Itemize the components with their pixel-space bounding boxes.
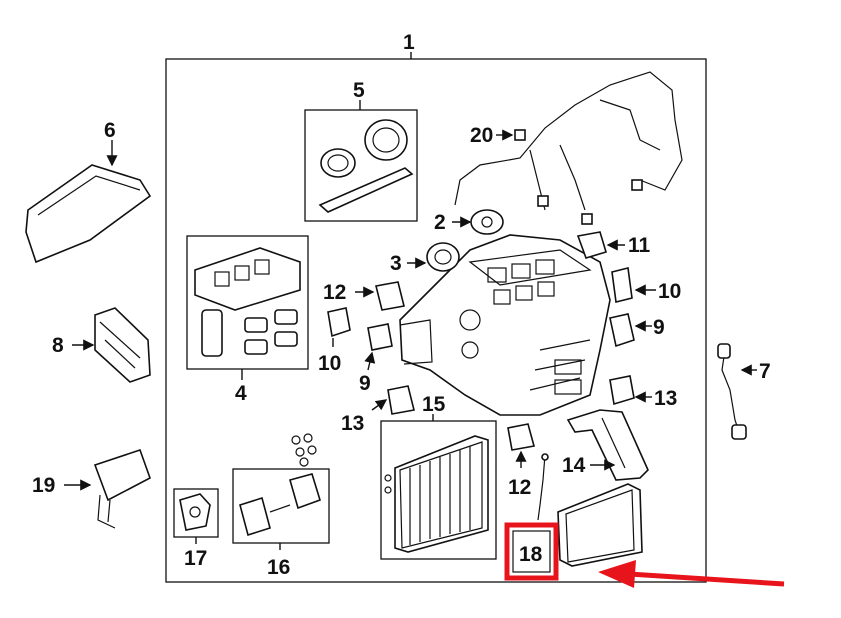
part-number-11[interactable]: 11 — [628, 234, 651, 257]
part-2-seal[interactable] — [452, 209, 504, 235]
part-number-9-left[interactable]: 9 — [359, 372, 371, 395]
part-11-actuator[interactable] — [576, 231, 625, 259]
part-19-actuator[interactable] — [64, 448, 151, 529]
hvac-housing[interactable] — [399, 234, 611, 416]
part-number-1[interactable]: 1 — [403, 31, 415, 54]
part-number-18[interactable]: 18 — [519, 543, 543, 566]
part-number-15[interactable]: 15 — [422, 393, 446, 416]
part-12-lower-actuator[interactable] — [507, 423, 536, 468]
part-number-17[interactable]: 17 — [184, 547, 207, 570]
part-10-left-actuator[interactable] — [327, 307, 351, 347]
part-13-right-actuator[interactable] — [609, 375, 652, 406]
part-number-16[interactable]: 16 — [267, 556, 290, 579]
part-number-5[interactable]: 5 — [353, 79, 365, 102]
part-number-13-lower[interactable]: 13 — [341, 412, 364, 435]
part-number-10-left[interactable]: 10 — [318, 352, 341, 375]
part-number-13-right[interactable]: 13 — [654, 387, 677, 410]
assembly-frame — [165, 58, 707, 583]
part-number-12-lower[interactable]: 12 — [508, 476, 531, 499]
part-9-left-motor[interactable] — [364, 323, 393, 371]
part-number-3[interactable]: 3 — [390, 252, 402, 275]
part-5-seals[interactable] — [304, 100, 418, 222]
red-arrow-pointer — [598, 560, 785, 588]
part-number-6[interactable]: 6 — [104, 119, 116, 142]
part-number-12-upper[interactable]: 12 — [323, 281, 346, 304]
part-16-resistor-kit[interactable] — [232, 433, 330, 550]
part-14-heater-core[interactable] — [557, 409, 649, 567]
highlight-box-18 — [504, 522, 559, 581]
part-4-gaskets[interactable] — [186, 235, 309, 380]
part-10-right-actuator[interactable] — [611, 267, 656, 303]
part-number-7[interactable]: 7 — [759, 360, 771, 383]
part-17-bracket[interactable] — [173, 488, 219, 544]
part-number-8[interactable]: 8 — [52, 334, 64, 357]
part-number-20[interactable]: 20 — [470, 124, 493, 147]
part-number-4[interactable]: 4 — [235, 382, 247, 405]
part-8-module[interactable] — [72, 307, 151, 383]
part-13-lower-actuator[interactable] — [371, 385, 415, 415]
part-number-9-right[interactable]: 9 — [653, 316, 665, 339]
part-number-19[interactable]: 19 — [32, 474, 55, 497]
part-6-cover[interactable] — [25, 140, 152, 264]
part-12-upper-actuator[interactable] — [355, 281, 405, 311]
part-number-10-right[interactable]: 10 — [658, 280, 681, 303]
part-number-14[interactable]: 14 — [562, 454, 586, 477]
part-9-right-motor[interactable] — [609, 313, 652, 348]
part-20-wiring-harness[interactable] — [454, 71, 683, 225]
part-18-sensor[interactable] — [537, 453, 549, 521]
part-15-evaporator[interactable] — [380, 414, 497, 560]
part-3-seal[interactable] — [407, 242, 460, 272]
part-number-2[interactable]: 2 — [434, 211, 446, 234]
part-7-sensor[interactable] — [717, 343, 757, 440]
